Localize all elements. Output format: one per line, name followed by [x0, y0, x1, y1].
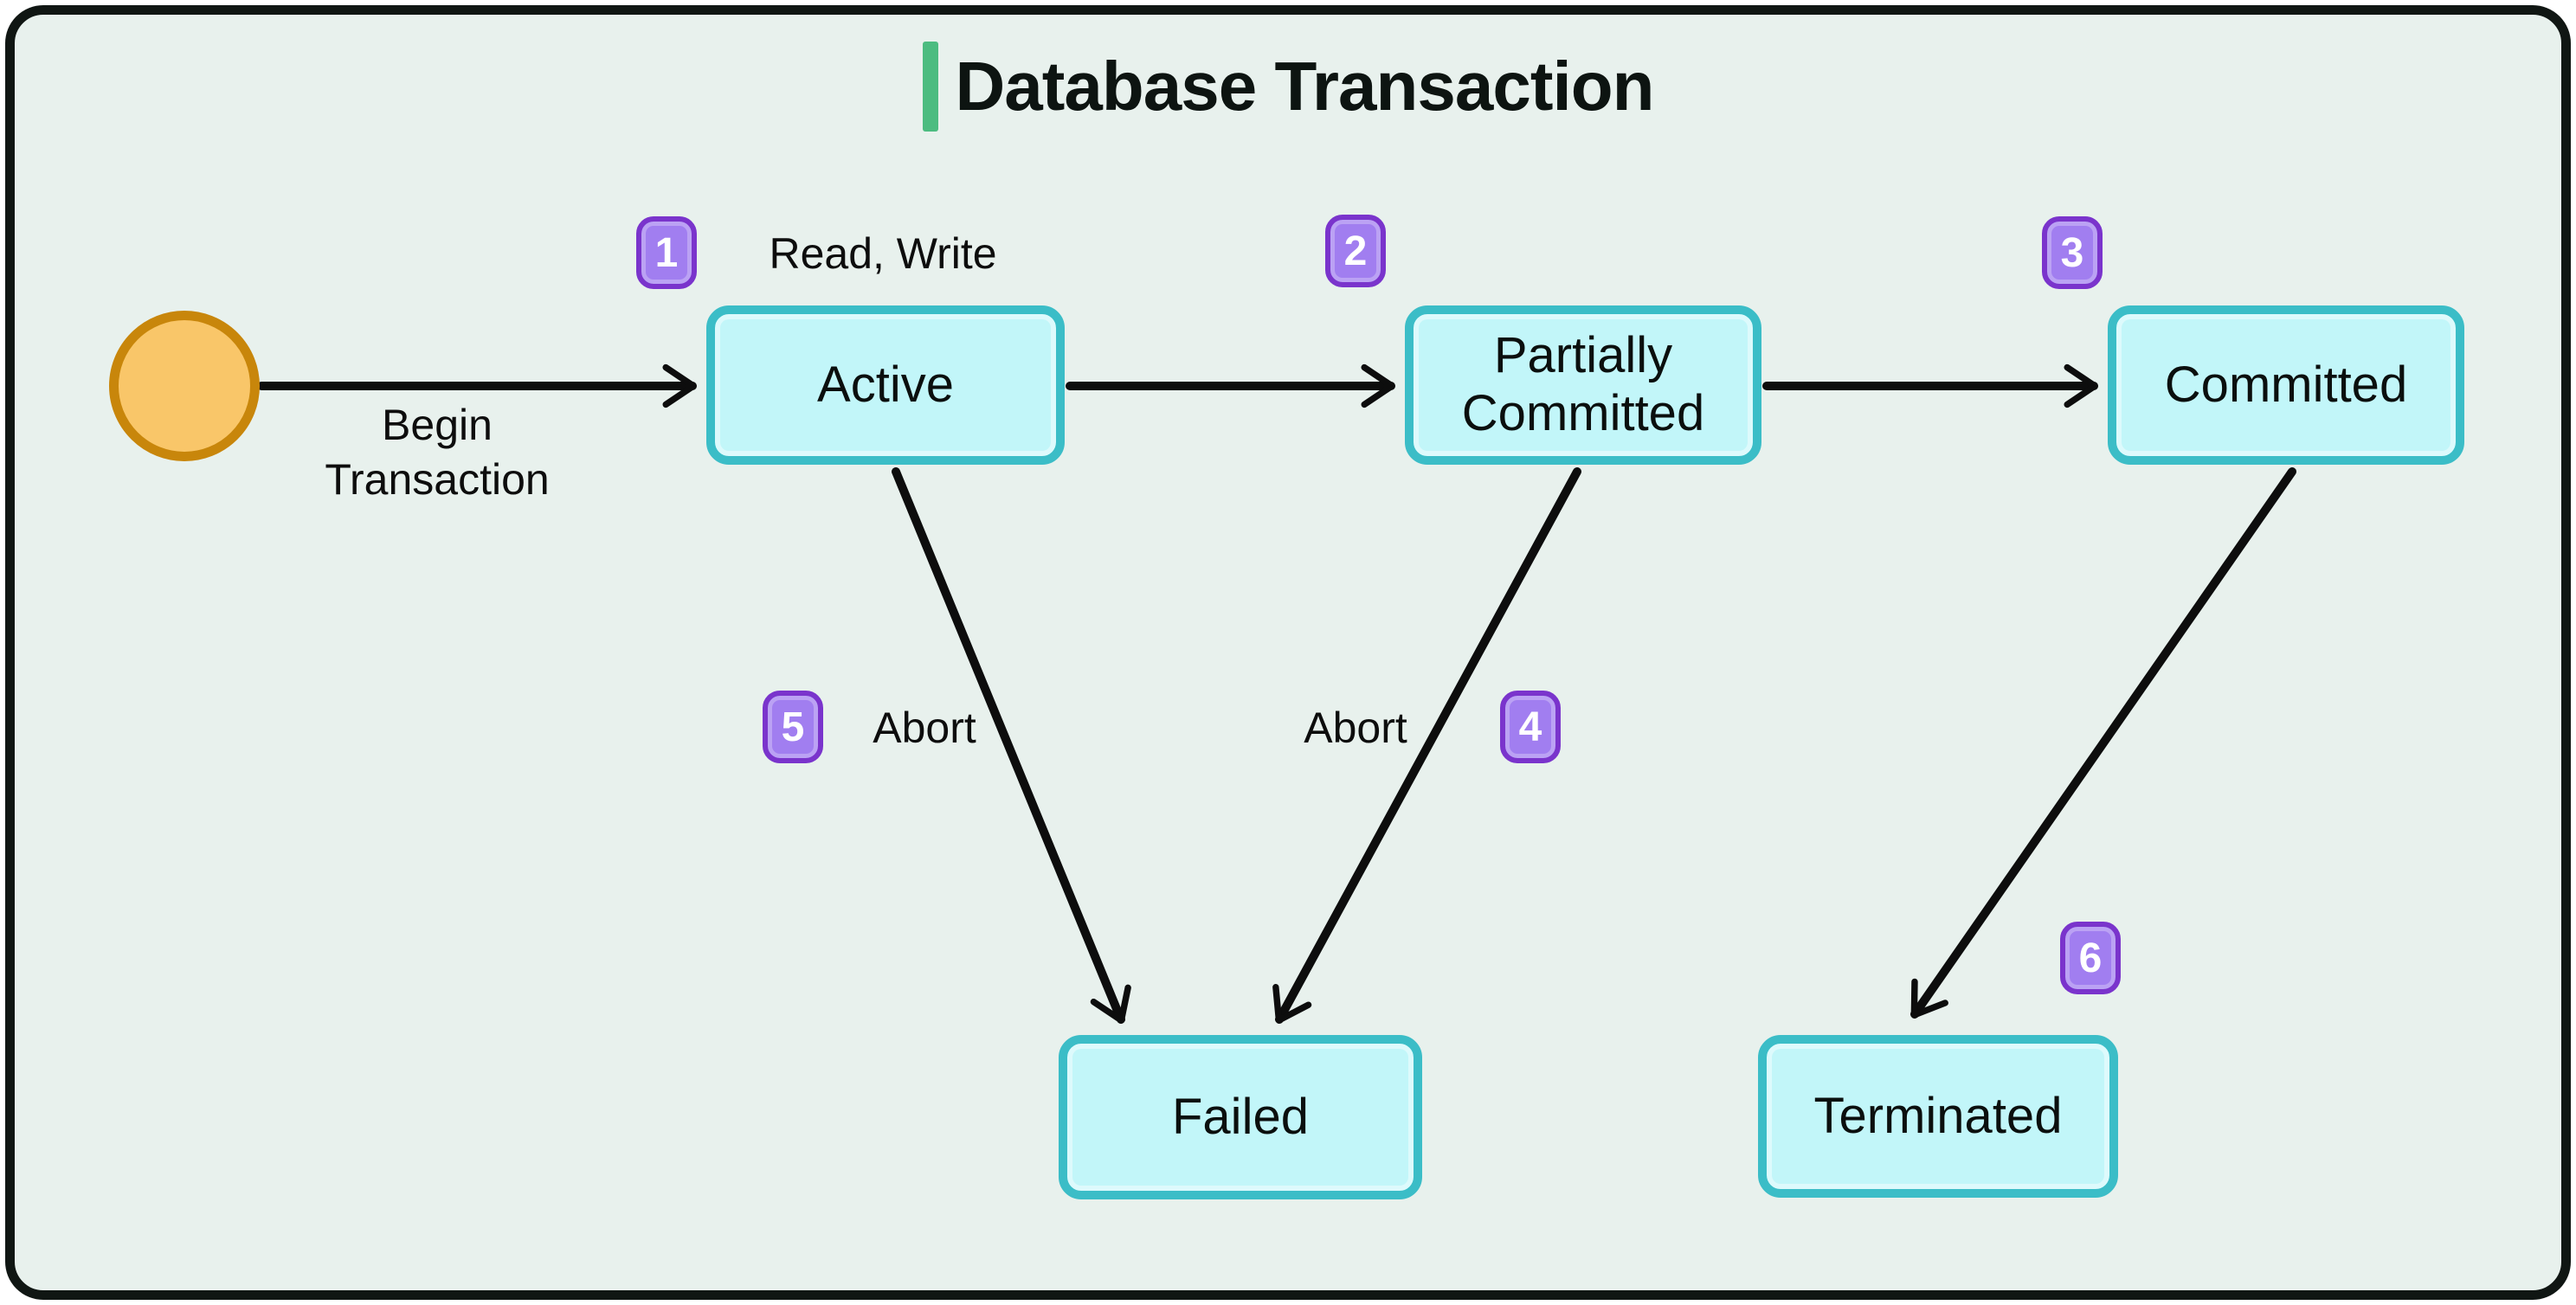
state-label-failed: Failed: [1172, 1088, 1309, 1145]
step-badge-5: 5: [763, 691, 823, 763]
state-node-partially-committed: Partially Committed: [1405, 305, 1761, 465]
step-badge-2: 2: [1325, 215, 1386, 287]
state-label-active: Active: [817, 356, 954, 413]
step-badge-4: 4: [1500, 691, 1561, 763]
step-badge-3: 3: [2042, 216, 2103, 289]
page-title: Database Transaction: [955, 48, 1655, 125]
edge-label-abort-from-active: Abort: [873, 704, 976, 752]
title-accent-bar: [922, 42, 938, 132]
edge-label-begin-transaction: Begin Transaction: [325, 401, 550, 504]
state-label-terminated: Terminated: [1813, 1087, 2063, 1144]
state-node-committed: Committed: [2108, 305, 2464, 465]
state-label-partially-committed: Partially Committed: [1461, 327, 1705, 441]
state-label-committed: Committed: [2164, 356, 2408, 413]
state-node-terminated: Terminated: [1758, 1035, 2118, 1198]
edge-label-abort-from-partially-committed: Abort: [1304, 704, 1407, 752]
state-node-active: Active: [706, 305, 1065, 465]
step-badge-6: 6: [2060, 922, 2121, 994]
state-node-failed: Failed: [1059, 1035, 1422, 1199]
edge-label-read-write: Read, Write: [769, 229, 997, 278]
title-bar: Database Transaction: [0, 42, 2576, 132]
step-badge-1: 1: [636, 216, 697, 289]
initial-state-node: [109, 311, 260, 461]
